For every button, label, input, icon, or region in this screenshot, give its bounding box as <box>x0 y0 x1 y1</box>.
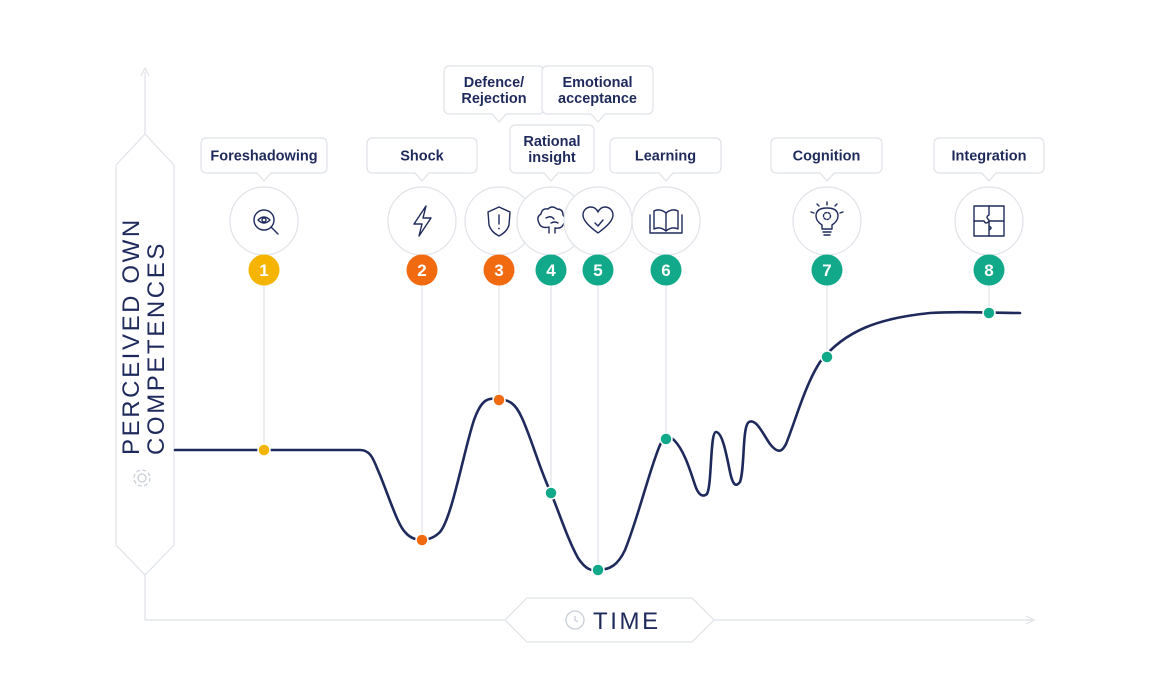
phase-number-badge <box>248 254 280 286</box>
phase-curve-dot <box>659 432 673 446</box>
phase-label-text: Shock <box>400 149 444 165</box>
phase-curve-dot <box>257 443 271 457</box>
leader-lines <box>263 282 990 570</box>
phase-label-bubble: Learning <box>609 137 722 182</box>
phase-number-badge <box>406 254 438 286</box>
phase-6: Learning 6 <box>609 137 722 446</box>
phases: Foreshadowing 1 Shock 2 Defence/Rejection 3 Ra… <box>200 65 1045 577</box>
phase-label-text: Cognition <box>793 149 861 165</box>
x-axis-badge: TIME <box>504 597 715 643</box>
phase-1: Foreshadowing 1 <box>200 137 328 457</box>
shield-alert-icon <box>487 206 511 237</box>
phase-number: 2 <box>417 261 426 280</box>
phase-number-badge <box>483 254 515 286</box>
phase-label-bubble: Cognition <box>770 137 883 182</box>
phase-icon-circle <box>792 186 862 256</box>
phase-label-text: insight <box>528 150 576 166</box>
y-axis-label-line2: COMPETENCES <box>143 241 170 455</box>
puzzle-icon <box>973 205 1005 237</box>
phase-icon-circle <box>387 186 457 256</box>
phase-3: Defence/Rejection 3 <box>443 65 545 407</box>
brain-icon <box>537 206 566 234</box>
phase-8: Integration 8 <box>933 137 1045 320</box>
phase-label-text: acceptance <box>558 91 637 107</box>
phase-label-bubble: Integration <box>933 137 1045 182</box>
lightning-icon <box>413 205 432 237</box>
phase-7: Cognition 7 <box>770 137 883 364</box>
phase-label-bubble: Shock <box>366 137 478 182</box>
phase-label-bubble: Defence/Rejection <box>443 65 545 123</box>
phase-label-text: Rational <box>523 134 580 150</box>
x-axis-label: TIME <box>593 608 661 635</box>
phase-number-badge <box>811 254 843 286</box>
y-axis-arrow <box>140 66 150 77</box>
x-axis-badge-outline <box>504 597 715 643</box>
heart-check-icon <box>582 206 614 234</box>
lightbulb-gear-icon <box>810 201 844 236</box>
phase-icon-circle <box>563 186 633 256</box>
phase-label-text: Emotional <box>562 75 632 91</box>
phase-icon-circle <box>229 186 299 256</box>
phase-number: 1 <box>259 261 268 280</box>
phase-number-badge <box>650 254 682 286</box>
phase-label-text: Defence/ <box>464 75 524 91</box>
phase-curve-dot <box>591 563 605 577</box>
phase-number: 7 <box>822 261 831 280</box>
phase-number: 3 <box>494 261 503 280</box>
phase-curve-dot <box>820 350 834 364</box>
clock-icon <box>565 610 585 630</box>
phase-label-bubble: Foreshadowing <box>200 137 328 182</box>
y-axis-badge-outline <box>115 133 175 576</box>
phase-label-text: Integration <box>952 149 1027 165</box>
phase-number-badge <box>535 254 567 286</box>
phase-curve-dot <box>982 306 996 320</box>
phase-number-badge <box>973 254 1005 286</box>
y-axis-label-line1: PERCEIVED OWN <box>118 217 145 455</box>
y-axis-badge: PERCEIVED OWN COMPETENCES <box>115 133 175 576</box>
phase-2: Shock 2 <box>366 137 478 547</box>
phase-number: 5 <box>593 261 602 280</box>
gear-icon <box>133 469 151 487</box>
phase-number: 4 <box>546 261 556 280</box>
phase-label-text: Rejection <box>461 91 526 107</box>
eye-magnifier-icon <box>253 209 279 235</box>
phase-number-badge <box>582 254 614 286</box>
phase-label-text: Foreshadowing <box>210 149 317 165</box>
phase-number: 8 <box>984 261 993 280</box>
phase-number: 6 <box>661 261 670 280</box>
phase-curve-dot <box>415 533 429 547</box>
x-axis-arrow <box>1025 615 1036 625</box>
phase-label-text: Learning <box>635 149 696 165</box>
open-book-icon <box>649 209 683 234</box>
phase-curve-dot <box>544 486 558 500</box>
phase-curve-dot <box>492 393 506 407</box>
